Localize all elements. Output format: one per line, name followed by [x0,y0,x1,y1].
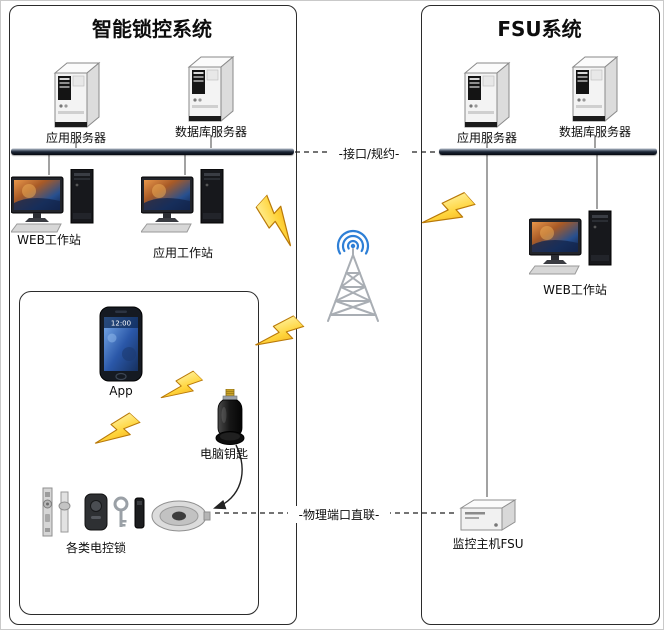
lightning-bolt-icon-tower-to-devices [253,309,310,365]
app-workstation-icon [141,169,233,233]
lightning-bolt-icon-app-to-locks [92,407,145,461]
web-workstation-icon-right [529,207,621,279]
fsu-host-icon [457,497,519,537]
lightning-bolt-icon-app-to-key [158,365,207,415]
phone-clock-text: 12:00 [111,320,131,328]
computer-key-label: 电脑钥匙 [199,447,248,461]
right-db-server-icon [567,53,623,125]
left-app-server-icon [49,59,105,131]
right-db-server-label: 数据库服务器 [558,125,631,139]
computer-key-icon [213,389,247,447]
lightning-bolt-icon-right-bus [419,185,480,245]
locks-label: 各类电控锁 [65,541,126,555]
wifi-signal-icon [336,229,370,255]
physical-link-label: -物理端口直联- [288,506,390,523]
left-db-server-label: 数据库服务器 [174,125,247,139]
right-bus-bar [439,148,657,155]
web-workstation-icon-left [11,169,103,233]
smartphone-icon: 12:00 [99,306,143,382]
left-db-server-icon [183,53,239,125]
app-workstation-label: 应用工作站 [152,246,213,260]
right-app-server-icon [459,59,515,131]
right-system-panel [421,5,660,625]
interface-link-label: -接口/规约- [327,145,411,162]
web-workstation-label-right: WEB工作站 [543,283,607,297]
right-panel-title: FSU系统 [497,17,582,41]
lightning-bolt-icon-left-bus [249,189,310,249]
tower-lattice [327,248,379,322]
left-app-server-label: 应用服务器 [45,131,106,145]
inner-device-panel [19,291,259,615]
web-workstation-label-left: WEB工作站 [17,233,81,247]
left-bus-bar [11,148,294,155]
locks-icon [33,486,213,538]
left-panel-title: 智能锁控系统 [92,17,212,41]
right-app-server-label: 应用服务器 [456,131,517,145]
app-label: App [109,384,133,398]
signal-tower-icon [316,229,390,325]
left-system-panel [9,5,297,625]
fsu-host-label: 监控主机FSU [452,537,524,551]
